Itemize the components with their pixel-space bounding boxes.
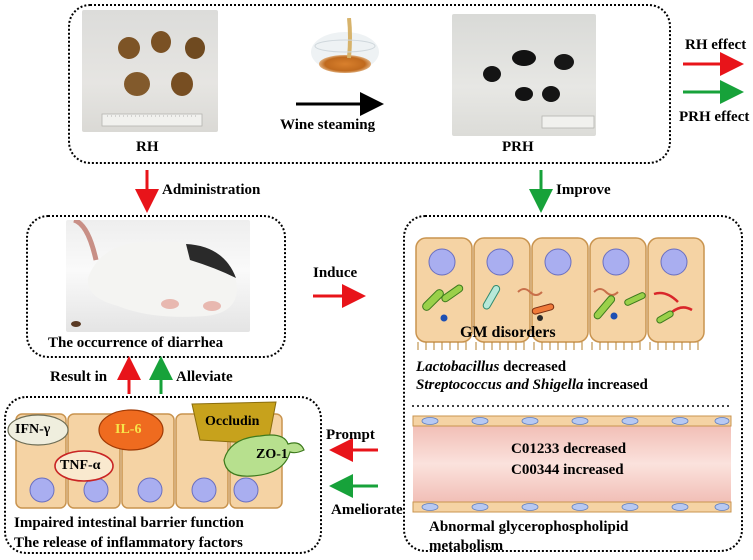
herb-processing-panel: [68, 4, 671, 164]
lactobacillus-change: decreased: [499, 359, 567, 375]
induce-label: Induce: [313, 265, 358, 281]
tnf-label: TNF-α: [60, 458, 101, 473]
zo1-shape: [223, 434, 305, 477]
intestinal-barrier-panel: [4, 396, 322, 554]
ifn-oval: [7, 414, 69, 446]
il6-label: IL-6: [115, 422, 142, 437]
c01233-label: C01233 decreased: [511, 441, 627, 457]
zo1-label: ZO-1: [256, 447, 288, 462]
streptococcus-name: Streptococcus and Shigella: [416, 377, 584, 393]
streptococcus-change: increased: [583, 377, 648, 393]
alleviate-label: Alleviate: [176, 369, 233, 385]
rh-slices-illustration: [101, 31, 205, 127]
barrier-caption-1: Impaired intestinal barrier function: [14, 515, 244, 531]
mouse-photo: [66, 217, 250, 332]
rh-label: RH: [136, 139, 159, 155]
wine-photo: [305, 17, 383, 78]
ifn-label: IFN-γ: [15, 422, 51, 437]
c00344-label: C00344 increased: [511, 462, 624, 478]
prh-slices-illustration: [483, 50, 595, 129]
ameliorate-label: Ameliorate: [331, 502, 403, 518]
lactobacillus-name: Lactobacillus: [416, 359, 500, 375]
legend-prh-label: PRH effect: [679, 109, 750, 125]
metabolism-caption-1: Abnormal glycerophospholipid: [429, 519, 629, 535]
tnf-oval: [54, 450, 114, 482]
wine-glass-illustration: [311, 17, 379, 73]
metabolism-caption-2: metabolism: [429, 538, 504, 554]
wine-steaming-label: Wine steaming: [280, 117, 376, 133]
prh-label: PRH: [502, 139, 534, 155]
gut-microbiota-metabolism-panel: [403, 215, 743, 552]
result-in-label: Result in: [50, 369, 108, 385]
diarrhea-caption: The occurrence of diarrhea: [48, 335, 224, 351]
legend-rh-label: RH effect: [685, 37, 747, 53]
prompt-label: Prompt: [326, 427, 375, 443]
lactobacillus-line: Lactobacillus decreased: [416, 360, 566, 375]
occludin-label: Occludin: [205, 414, 260, 429]
bacteria-cluster: [422, 284, 693, 324]
streptococcus-line: Streptococcus and Shigella increased: [416, 378, 648, 393]
rh-photo: [82, 10, 218, 132]
il6-oval: [98, 409, 164, 451]
administration-label: Administration: [162, 182, 261, 198]
prh-photo: [452, 14, 596, 136]
mouse-illustration: [71, 217, 237, 327]
barrier-caption-2: The release of inflammatory factors: [14, 535, 243, 551]
gm-disorders-title: GM disorders: [460, 324, 556, 341]
improve-label: Improve: [556, 182, 611, 198]
